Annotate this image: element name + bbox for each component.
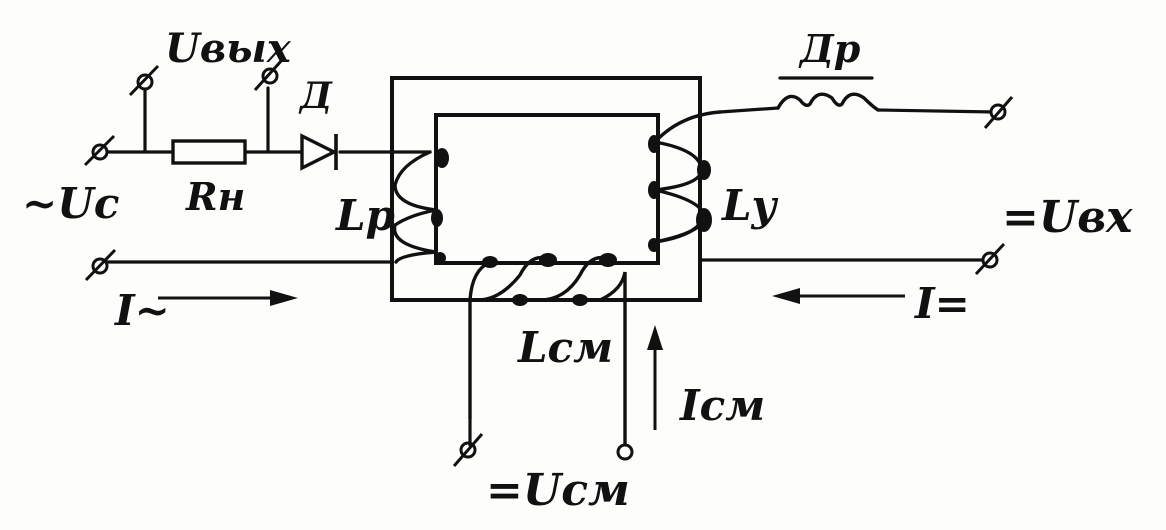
terminal-ucm-left [452, 433, 484, 467]
choke-dr [776, 92, 880, 112]
label-l-y: Lу [721, 181, 779, 230]
wire-right-top-1 [718, 106, 780, 114]
diode-d [300, 133, 338, 171]
label-i-ac: I~ [114, 286, 170, 335]
winding-lcm [468, 253, 627, 457]
terminal-uout-right [253, 58, 284, 92]
wire-right-top-2 [876, 108, 997, 114]
label-u-in: =Uвх [1002, 192, 1133, 243]
winding-lp [392, 148, 449, 264]
label-u-c: ~Uc [22, 179, 119, 228]
label-u-out: Uвых [165, 25, 292, 72]
terminal-uin-bottom [974, 242, 1006, 276]
label-diode: Д [298, 75, 333, 117]
label-u-cm: =Uсм [486, 465, 630, 516]
label-i-cm: Iсм [679, 381, 765, 430]
resistor-rn [171, 139, 247, 165]
label-i-dc: I= [914, 279, 970, 328]
terminal-uc-bottom [84, 248, 117, 282]
arrow-i-dc [772, 288, 905, 304]
terminal-uc-top [83, 134, 116, 167]
terminal-uout-left [128, 64, 160, 97]
label-choke: Др [798, 26, 861, 71]
terminal-uin-top [983, 96, 1014, 129]
label-r-n: Rн [185, 174, 245, 219]
terminal-ucm-right [616, 443, 634, 461]
arrow-i-ac [158, 290, 298, 306]
core-inner [434, 113, 660, 265]
label-l-p: Lр [335, 191, 395, 240]
winding-ly [648, 110, 722, 252]
arrow-i-cm [647, 325, 663, 430]
label-l-cm: Lсм [517, 323, 613, 372]
